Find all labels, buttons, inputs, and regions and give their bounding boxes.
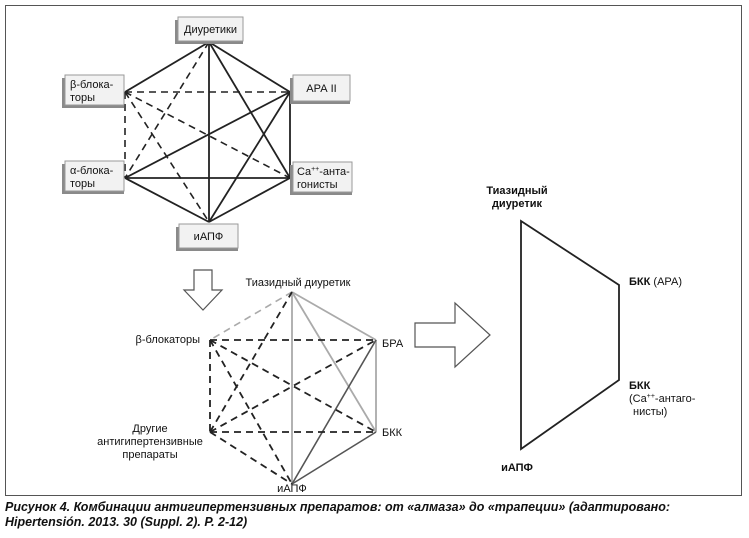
bottom-grey-lines xyxy=(291,291,377,484)
trapezoid-shape xyxy=(520,219,620,451)
alpha-label-line1: α-блока- xyxy=(70,165,114,177)
top-solid-lines xyxy=(124,41,291,223)
bkk-label: БКК xyxy=(382,427,403,439)
box-beta: β-блока- торы xyxy=(62,74,125,108)
other-label-line1: Другие xyxy=(132,423,167,435)
right-arrow-icon xyxy=(414,301,491,369)
trap-bkk-ca-line2: (Ca++-антаго- xyxy=(629,393,696,405)
bottom-grey-dashed xyxy=(209,291,293,341)
bottom-dashed-lines xyxy=(209,291,377,485)
trap-thiazide-line2: диуретик xyxy=(492,198,543,210)
trapezoid: Тиазидный диуретик БКК (АРА) БКК (Ca++-а… xyxy=(486,185,695,474)
figure-frame xyxy=(5,5,742,496)
beta-label-line1: β-блока- xyxy=(70,79,114,91)
other-label-line2: антигипертензивные xyxy=(97,436,203,448)
ca-label-line2: гонисты xyxy=(297,179,338,191)
figure-caption: Рисунок 4. Комбинации антигипертензивных… xyxy=(5,500,740,530)
box-iapf: иАПФ xyxy=(176,223,239,251)
trap-bkk-ca-line1: БКК xyxy=(629,380,651,392)
trap-bkk-ara-label: БКК (АРА) xyxy=(629,276,682,288)
other-label-line3: препараты xyxy=(122,449,177,461)
caption-line1: Рисунок 4. Комбинации антигипертензивных… xyxy=(5,500,670,514)
trap-iapf-label: иАПФ xyxy=(501,462,533,474)
top-diamond: Диуретики АРА II β-блока- торы α-блока- … xyxy=(62,16,353,251)
trap-thiazide-line1: Тиазидный xyxy=(486,185,547,197)
box-ara: АРА II xyxy=(290,74,351,104)
beta-label-line2: торы xyxy=(70,92,95,104)
bottom-diamond: Тиазидный диуретик β-блокаторы БРА Други… xyxy=(97,277,404,495)
caption-line2: Hipertensión. 2013. 30 (Suppl. 2). P. 2-… xyxy=(5,515,248,529)
down-arrow-icon xyxy=(182,269,224,311)
bottom-dark-solid xyxy=(291,339,377,485)
bra-label: БРА xyxy=(382,338,404,350)
trap-bkk-ca-line3: нисты) xyxy=(633,406,667,418)
iapf-bottom-label: иАПФ xyxy=(277,483,307,495)
top-dashed-lines xyxy=(124,41,291,223)
thiazide-label: Тиазидный диуретик xyxy=(246,277,351,289)
ara-label: АРА II xyxy=(306,83,336,95)
ca-label-line1: Ca++-анта- xyxy=(297,166,350,178)
box-diuretics: Диуретики xyxy=(175,16,244,44)
box-alpha: α-блока- торы xyxy=(62,160,125,194)
iapf-top-label: иАПФ xyxy=(194,231,224,243)
alpha-label-line2: торы xyxy=(70,178,95,190)
beta-blockers-label: β-блокаторы xyxy=(136,334,201,346)
diuretics-label: Диуретики xyxy=(184,24,237,36)
box-ca-antagonists: Ca++-анта- гонисты xyxy=(290,161,353,195)
